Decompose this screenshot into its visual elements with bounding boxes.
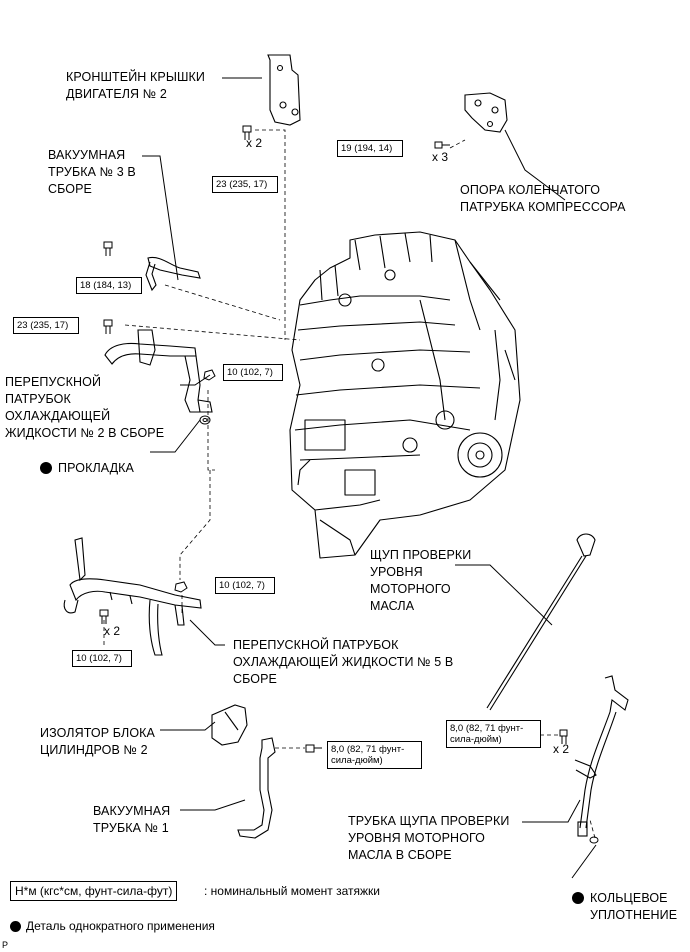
- legend-torque-unit: Н*м (кгс*см, фунт-сила-фут): [10, 881, 178, 901]
- non-reusable-icon: [10, 921, 21, 932]
- nut-bypass-2: [203, 369, 216, 381]
- label-vacuum-tube-3: ВАКУУМНАЯ ТРУБКА № 3 В СБОРЕ: [48, 148, 136, 196]
- leader-o-ring: [571, 844, 597, 879]
- torque-bracket: 23 (235, 17): [212, 176, 278, 193]
- vacuum-tube-1-part: [237, 737, 276, 839]
- torque-bypass-5-nut: 10 (102, 7): [215, 577, 275, 594]
- qty-bypass-5: x 2: [104, 624, 121, 638]
- dipstick-part: [486, 533, 596, 711]
- torque-vacuum-tube-1: 8,0 (82, 71 фунт- сила-дюйм): [327, 741, 422, 769]
- leader-insulator: [160, 721, 216, 731]
- non-reusable-icon: [40, 462, 52, 474]
- bolt-vac3: [103, 241, 113, 256]
- label-vacuum-tube-1: ВАКУУМНАЯ ТРУБКА № 1: [93, 804, 171, 835]
- engine-assembly: [289, 231, 521, 559]
- torque-vacuum-tube-3: 18 (184, 13): [76, 277, 142, 294]
- bypass-pipe-2-part: [104, 329, 213, 413]
- bolt-compressor: [434, 141, 450, 149]
- bolt-bracket: [242, 125, 252, 140]
- legend-non-reusable: Деталь однократного применения: [10, 919, 215, 933]
- label-bypass-pipe-5: ПЕРЕПУСКНОЙ ПАТРУБОК ОХЛАЖДАЮЩЕЙ ЖИДКОСТ…: [233, 638, 454, 686]
- nut-bypass-5: [174, 581, 188, 593]
- torque-left: 23 (235, 17): [13, 317, 79, 334]
- torque-bypass-2: 10 (102, 7): [223, 364, 283, 381]
- label-engine-cover-bracket: КРОНШТЕЙН КРЫШКИ ДВИГАТЕЛЯ № 2: [66, 70, 206, 101]
- bolt-vac1: [305, 744, 322, 753]
- non-reusable-icon: [572, 892, 584, 904]
- leader-bypass-5: [189, 619, 225, 646]
- compressor-support: [464, 92, 508, 133]
- qty-dipstick: x 2: [553, 742, 570, 756]
- label-o-ring: КОЛЬЦЕВОЕ УПЛОТНЕНИЕ: [572, 873, 677, 924]
- insulator-part: [211, 704, 248, 746]
- label-insulator: ИЗОЛЯТОР БЛОКА ЦИЛИНДРОВ № 2: [40, 726, 155, 757]
- gasket-part: [199, 415, 211, 425]
- label-gasket-text: ПРОКЛАДКА: [58, 461, 134, 475]
- o-ring-part: [589, 836, 599, 844]
- engine-cover-bracket: [267, 54, 301, 126]
- bolt-left: [103, 319, 113, 334]
- bolt-bypass-5: [99, 609, 109, 624]
- leader-compressor-support: [504, 129, 566, 201]
- corner-mark: P: [2, 940, 9, 950]
- torque-bypass-5-bolt: 10 (102, 7): [72, 650, 132, 667]
- leader-gasket: [150, 419, 201, 453]
- torque-dipstick-tube: 8,0 (82, 71 фунт- сила-дюйм): [446, 720, 541, 748]
- qty-bracket: x 2: [246, 136, 263, 150]
- bolt-dipstick: [559, 729, 568, 744]
- label-gasket: ПРОКЛАДКА: [40, 443, 134, 477]
- dipstick-tube-part: [574, 675, 629, 837]
- legend-torque-desc: : номинальный момент затяжки: [204, 884, 380, 898]
- vacuum-tube-3-part: [145, 256, 201, 292]
- label-compressor-support: ОПОРА КОЛЕНЧАТОГО ПАТРУБКА КОМПРЕССОРА: [460, 183, 626, 214]
- legend-non-reusable-text: Деталь однократного применения: [26, 919, 215, 933]
- label-dipstick-tube: ТРУБКА ЩУПА ПРОВЕРКИ УРОВНЯ МОТОРНОГО МА…: [348, 814, 510, 862]
- label-bypass-pipe-2: ПЕРЕПУСКНОЙ ПАТРУБОК ОХЛАЖДАЮЩЕЙ ЖИДКОСТ…: [5, 375, 165, 440]
- qty-compressor: x 3: [432, 150, 449, 164]
- torque-compressor: 19 (194, 14): [337, 140, 403, 157]
- bypass-pipe-5-part: [63, 537, 202, 656]
- leader-vacuum-tube-1: [180, 799, 246, 811]
- leader-vacuum-tube-3: [142, 155, 179, 281]
- label-dipstick: ЩУП ПРОВЕРКИ УРОВНЯ МОТОРНОГО МАСЛА: [370, 548, 472, 613]
- label-o-ring-text: КОЛЬЦЕВОЕ УПЛОТНЕНИЕ: [590, 891, 678, 922]
- leader-dipstick: [455, 564, 553, 626]
- leader-dipstick-tube: [522, 799, 581, 823]
- leader-bypass-2: [180, 374, 211, 386]
